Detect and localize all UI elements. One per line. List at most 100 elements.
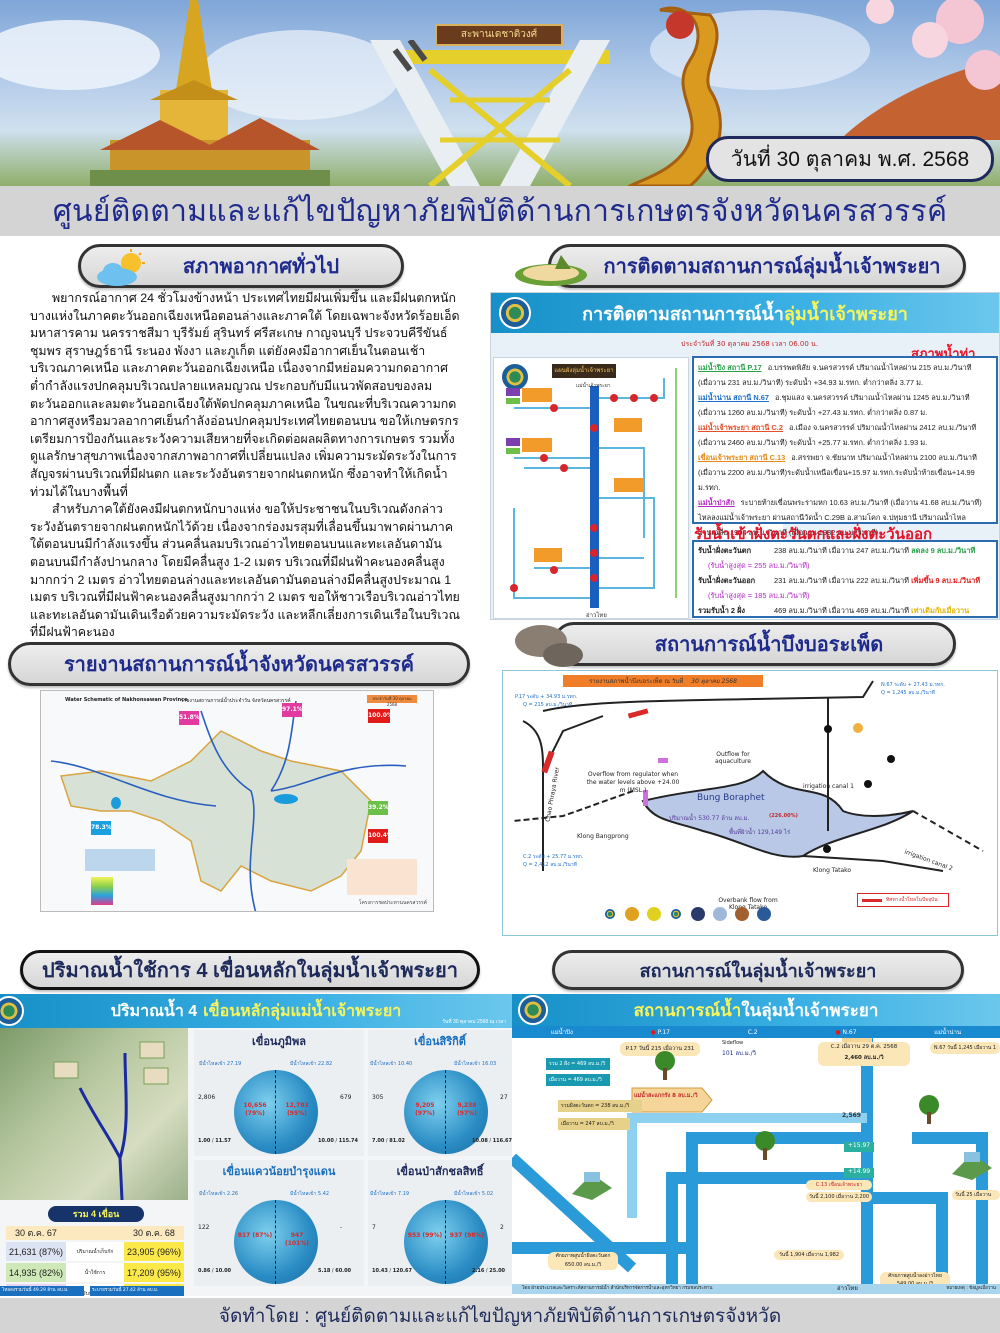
four-dams-section-title: ปริมาณน้ำใช้การ 4 เขื่อนหลักในลุ่มน้ำเจ้… xyxy=(42,960,458,982)
station-detail: อ.บรรพตพิสัย จ.นครสวรรค์ ปริมาณน้ำไหลผ่า… xyxy=(767,363,972,372)
four-dams-date: วันที่ 30 ตุลาคม 2568 ณ เวลา xyxy=(442,1019,506,1025)
dam-percent-badge: 78.3% xyxy=(91,821,112,835)
dam-name: เขื่อนสิริกิติ์ xyxy=(414,1036,466,1048)
river-main-channel xyxy=(590,386,599,608)
west-intake-box: รวมฝั่งตะวันตก = 238 ลบ.ม./วิ xyxy=(558,1100,642,1112)
station-detail: อ.สรรพยา จ.ชัยนาท ปริมาณน้ำไหลผ่าน 2100 … xyxy=(791,453,977,462)
rid-seal-icon xyxy=(0,996,24,1026)
station-detail: (เมื่อวาน 231 ลบ.ม./วินาที) ระดับน้ำ +34… xyxy=(698,378,924,387)
release-value: 5.18 xyxy=(318,1268,331,1274)
intake-yesterday-box: เมื่อวาน = 469 ลบ.ม./วิ xyxy=(546,1074,610,1086)
divider xyxy=(275,1070,276,1154)
release-67: 1.00 / 11.57 xyxy=(198,1138,232,1144)
reservoir-circle: 9,205 (97%) 9,238 (97%) xyxy=(404,1070,488,1154)
c13-label: C.13 เขื่อนเจ้าพระยา xyxy=(806,1180,872,1190)
intake-label: รับน้ำฝั่งตะวันออก xyxy=(698,576,756,585)
release-68: 10.00 / 115.74 xyxy=(318,1138,358,1144)
dam-percent-badge: 100.0% xyxy=(368,709,393,723)
schematic-sea-label: อ่าวไทย xyxy=(586,612,607,619)
header-banner: สะพานเดชาติวงศ์ วันที่ 30 ตุลาคม พ.ศ. 25… xyxy=(0,0,1000,186)
divider xyxy=(445,1200,446,1284)
storage-68: 947 (101%) xyxy=(284,1232,310,1247)
release-value: 0.86 xyxy=(198,1268,211,1274)
runoff-stations-box: แม่น้ำปิง สถานี P.17 อ.บรรพตพิสัย จ.นครสว… xyxy=(692,356,998,537)
intake-label: รวมรับน้ำ 2 ฝั่ง xyxy=(698,606,746,615)
inflow-value: 5.02 xyxy=(481,1191,494,1197)
agency-logo-icon xyxy=(647,907,661,921)
storage-68: 23,905 (96%) xyxy=(124,1242,184,1261)
inflow-value: 22.82 xyxy=(317,1061,333,1067)
station-name[interactable]: แม่น้ำน่าน สถานี N.67 xyxy=(698,393,769,402)
basin-situation-panel: สถานการณ์น้ำในลุ่มน้ำเจ้าพระยา แม่น้ำปิง… xyxy=(512,994,1000,1296)
total-outflow: ระบายรวมวันนี้ 27.42 ล้าน ลบ.ม. xyxy=(90,1286,184,1296)
inflow-value: 7.19 xyxy=(397,1191,410,1197)
storage-68: 937 (98%) xyxy=(449,1232,485,1239)
borapet-diagram: รายงานสภาพน้ำบึงบอระเพ็ด ณ วันที่30 ตุลา… xyxy=(502,670,998,936)
release-value: 60.00 xyxy=(335,1268,352,1274)
release-value: 115.74 xyxy=(338,1138,358,1144)
station-name[interactable]: แม่น้ำเจ้าพระยา สถานี C.2 xyxy=(698,423,783,432)
agency-logo-icon xyxy=(603,907,617,921)
agency-logo-icon xyxy=(713,907,727,921)
storage-68: 12,783 (95%) xyxy=(285,1102,309,1117)
four-dams-panel: ปริมาณน้ำ 4 เขื่อนหลักลุ่มแม่น้ำเจ้าพระย… xyxy=(0,994,512,1296)
station-n67-label: ● N.67 xyxy=(835,1028,857,1036)
reservoir-circle: 817 (87%) 947 (101%) xyxy=(234,1200,318,1284)
p17-flow: Q = 215 ลบ.ม./วินาที xyxy=(523,702,573,708)
storage-67: 21,631 (87%) xyxy=(6,1242,66,1261)
inflow-value: 2.26 xyxy=(226,1191,239,1197)
tree-icon xyxy=(755,1131,775,1160)
agency-logo-icon xyxy=(735,907,749,921)
rid-seal-icon xyxy=(500,362,530,392)
rid-seal-icon xyxy=(499,297,531,329)
lake-name: Bung Boraphet xyxy=(697,793,765,803)
monitor-title-b: ลุ่มน้ำเจ้าพระยา xyxy=(783,303,908,324)
cloud-decoration xyxy=(0,20,160,90)
total-inflow: ไหลลงรวมวันนี้ 49.29 ล้าน ลบ.ม. xyxy=(0,1286,84,1296)
gulf-label: อ่าวไทย xyxy=(837,1285,858,1292)
c2-date: C.2 เมื่อวาน 29 ต.ค. 2568 xyxy=(830,1044,898,1050)
inflow-value: 10.40 xyxy=(397,1061,413,1067)
inflow-68: มีน้ำไหลเข้า 16.03 xyxy=(454,1061,497,1067)
station-name[interactable]: แม่น้ำปิง สถานี P.17 xyxy=(698,363,762,372)
lake-percent: (226.00%) xyxy=(769,813,798,819)
legend-label: ทิศทางน้ำไหลในปัจจุบัน xyxy=(886,897,938,903)
basin-flow-network xyxy=(512,1038,988,1288)
dam-percent-badge: 100.4% xyxy=(368,829,393,843)
intake-value: 469 ลบ.ม./วินาที เมื่อวาน 469 ลบ.ม./วินา… xyxy=(774,606,910,615)
c2-level: C.2 ระดับ + 25.77 ม.รทก. xyxy=(523,854,584,860)
station-name[interactable]: เขื่อนเจ้าพระยา สถานี C.13 xyxy=(698,453,786,462)
west-pump-capacity: ศักยภาพสูบน้ำฝั่งตะวันตก 650.00 ลบ.ม./วิ xyxy=(548,1252,618,1270)
inflow-value: 27.19 xyxy=(226,1061,242,1067)
inflow-68: มีน้ำไหลเข้า 5.42 xyxy=(290,1191,330,1197)
dam-name: เขื่อนภูมิพล xyxy=(252,1036,306,1048)
station-p17-label: ● P.17 xyxy=(650,1028,670,1036)
schematic-title: แผนผังลุ่มน้ำเจ้าพระยา xyxy=(552,364,616,378)
monitor-panel-header: การติดตามสถานการณ์น้ำลุ่มน้ำเจ้าพระยา xyxy=(491,293,999,333)
map-date: ประจำวันที่ 30 ตุลาคม 2568 xyxy=(367,695,417,707)
dam-card-pasak: เขื่อนป่าสักชลสิทธิ์ มีน้ำไหลเข้า 7.19 ม… xyxy=(368,1160,512,1286)
basin-panel-header: สถานการณ์น้ำในลุ่มน้ำเจ้าพระยา xyxy=(512,994,1000,1026)
capacity-left-68: 27 xyxy=(500,1094,508,1101)
basin-title-b: ในลุ่มน้ำเจ้าพระยา xyxy=(741,1000,879,1020)
release-value: 25.00 xyxy=(489,1268,506,1274)
release-value: 120.67 xyxy=(392,1268,412,1274)
dam-percent-badge: 51.8% xyxy=(179,711,200,725)
map-summary-box xyxy=(85,849,155,871)
flow-direction-legend: ทิศทางน้ำไหลในปัจจุบัน xyxy=(857,893,949,907)
dam-card-sirikit: เขื่อนสิริกิติ์ มีน้ำไหลเข้า 10.40 มีน้ำ… xyxy=(368,1030,512,1156)
release-value: 10.08 xyxy=(472,1138,488,1144)
borapet-header-date: 30 ตุลาคม 2568 xyxy=(691,678,737,685)
dams-basin-map xyxy=(0,1028,188,1201)
station-detail: ไหลลงแม่น้ำเจ้าพระยา ผ่านสถานีวัดน้ำ C.2… xyxy=(698,513,966,522)
release-value: 7.00 xyxy=(372,1138,385,1144)
lake-volume: ปริมาณน้ำ 530.77 ล้าน ลบ.ม. xyxy=(669,815,750,822)
page-footer: จัดทำโดย : ศูนย์ติดตามและแก้ไขปัญหาภัยพิ… xyxy=(0,1298,1000,1333)
station-name[interactable]: แม่น้ำป่าสัก xyxy=(698,498,735,507)
report-date: วันที่ 30 ตุลาคม พ.ศ. 2568 xyxy=(706,136,994,182)
agency-logos xyxy=(603,907,771,921)
